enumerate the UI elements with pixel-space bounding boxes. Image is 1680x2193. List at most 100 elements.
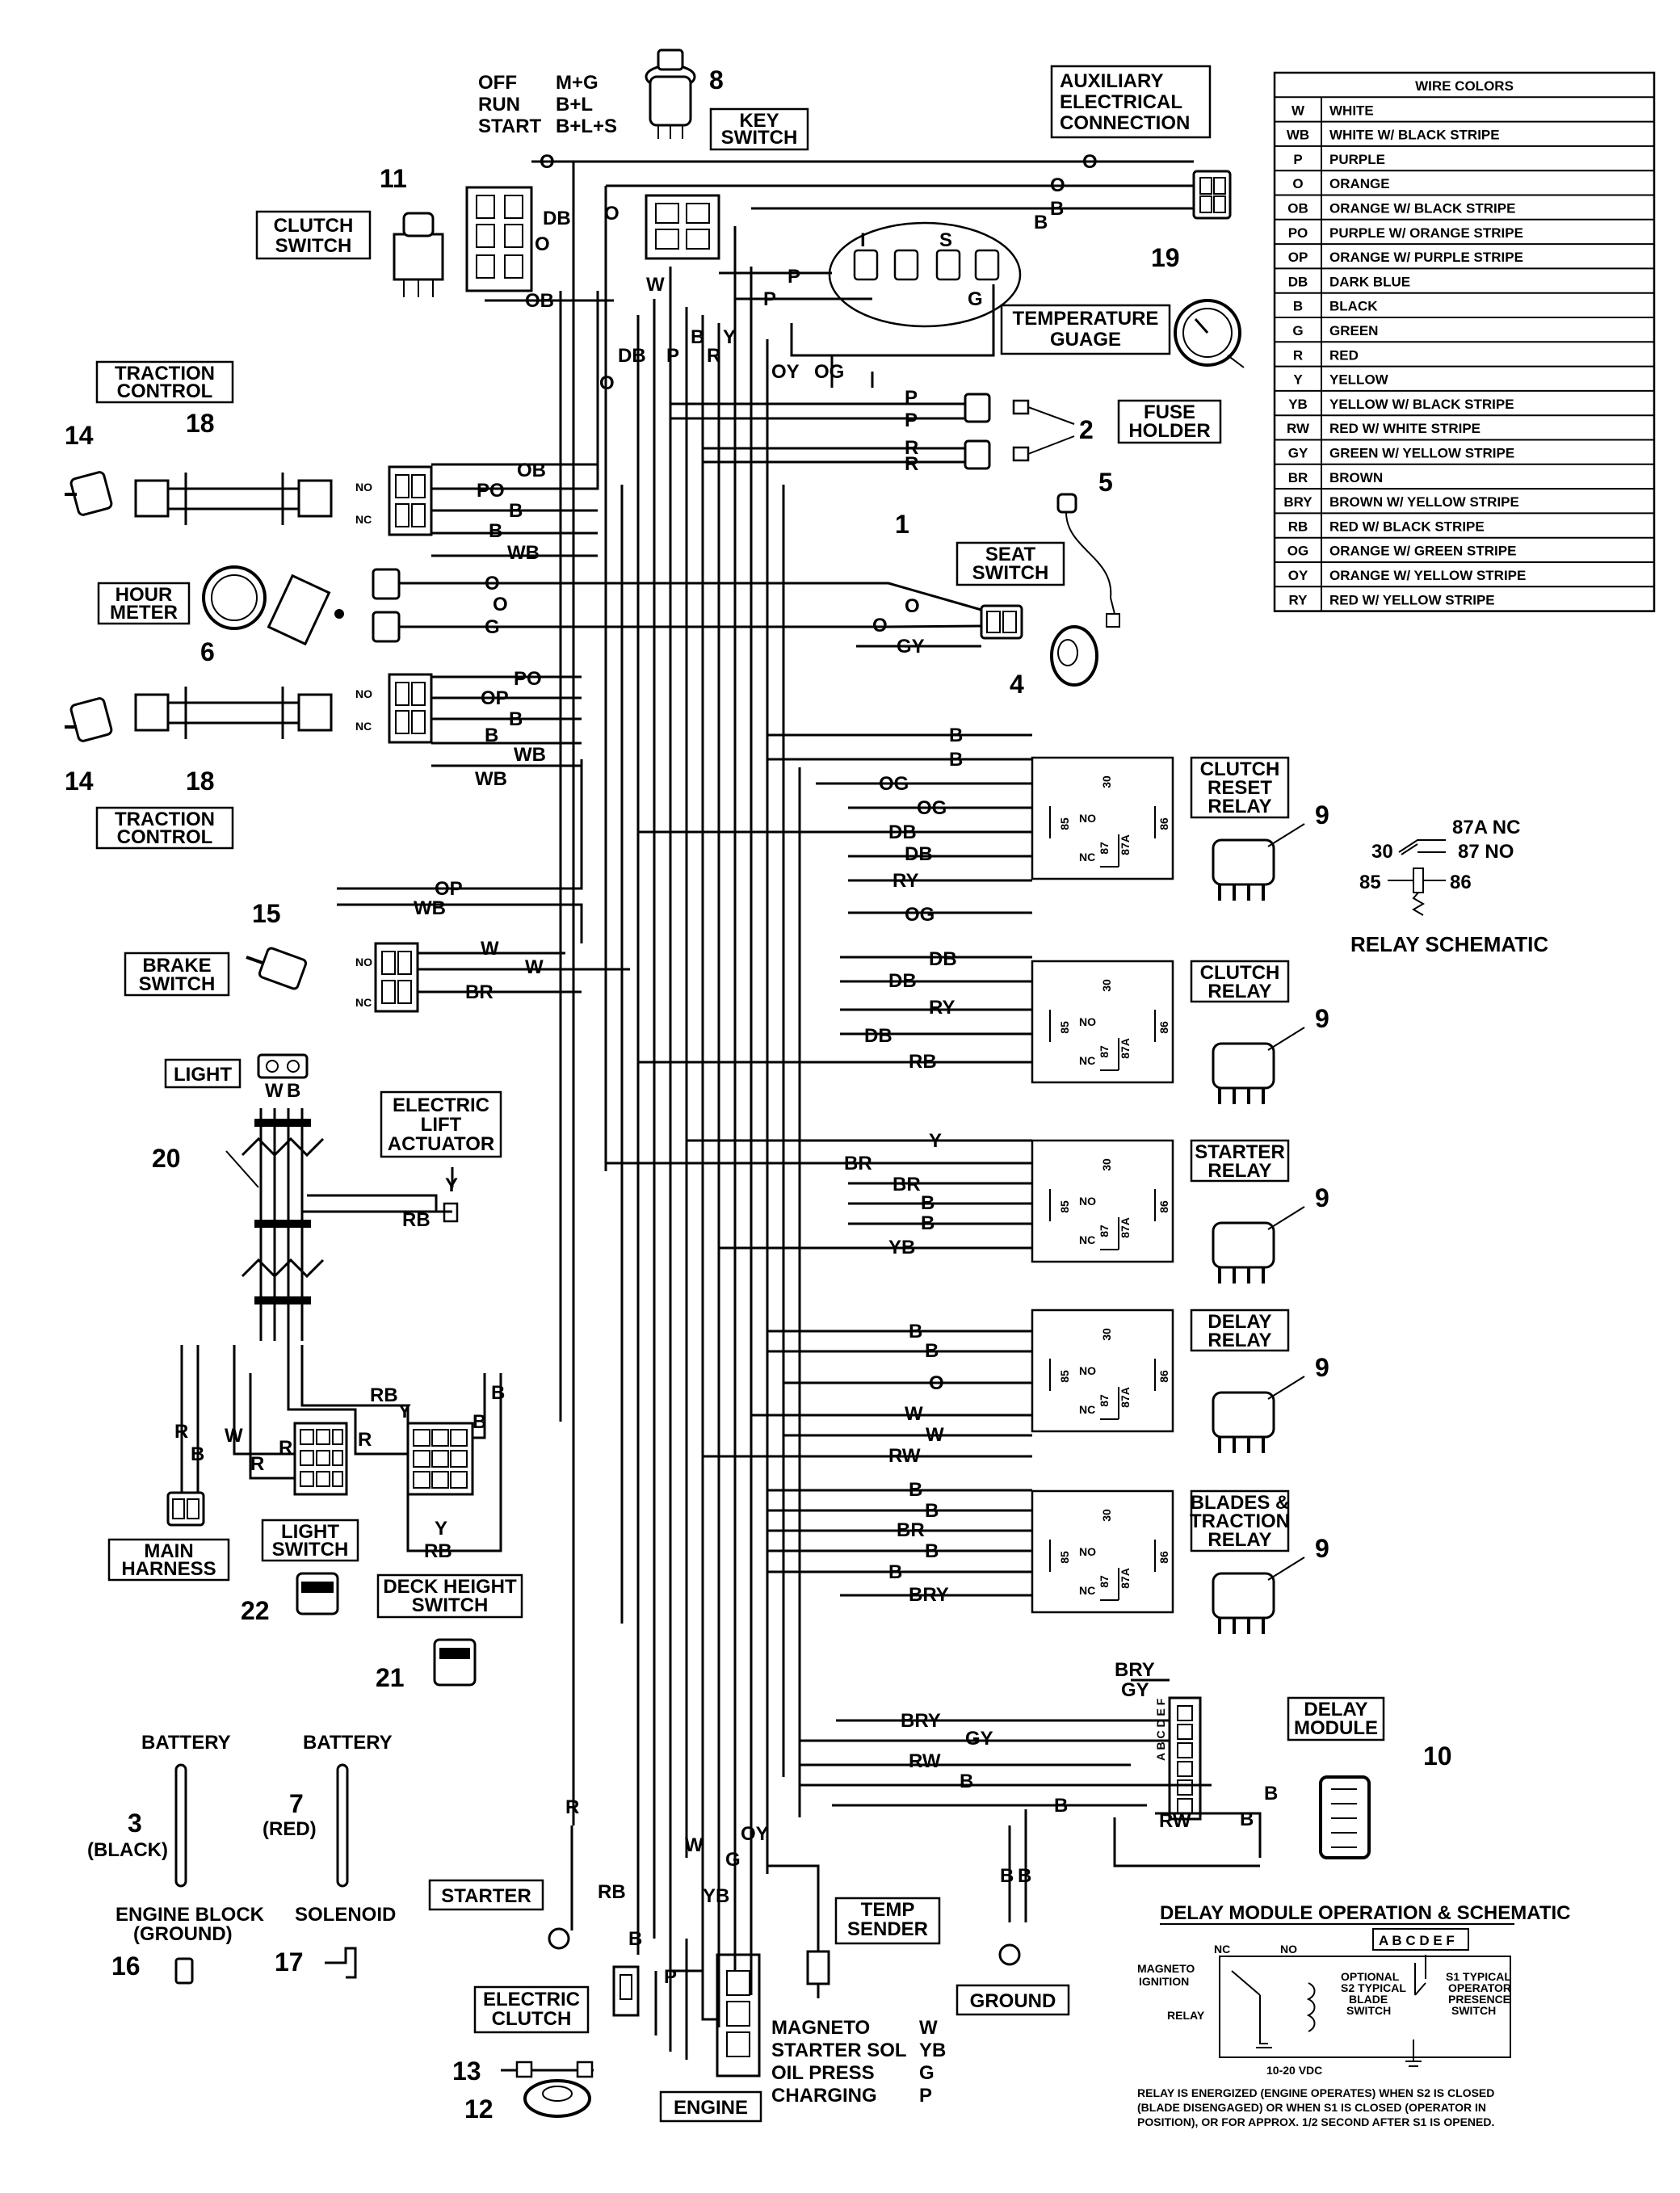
electric-clutch-terminal bbox=[612, 1965, 640, 2017]
relay-pin-86: 86 bbox=[1157, 1200, 1170, 1213]
svg-text:S2 TYPICAL: S2 TYPICAL bbox=[1341, 1981, 1406, 1994]
svg-text:SWITCH: SWITCH bbox=[972, 562, 1049, 584]
wire-code-label: OB bbox=[517, 460, 546, 481]
svg-text:RELAY: RELAY bbox=[1208, 1330, 1271, 1351]
svg-text:SENDER: SENDER bbox=[847, 1918, 928, 1940]
wire-code-label: W bbox=[926, 1424, 944, 1446]
aux-connection-label: AUXILIARY ELECTRICAL CONNECTION bbox=[1050, 65, 1212, 139]
relay-pin-30: 30 bbox=[1100, 1158, 1113, 1171]
traction-control-top-label: TRACTION CONTROL bbox=[95, 360, 234, 404]
ground-ring-terminal bbox=[998, 1943, 1021, 1966]
svg-text:RELAY: RELAY bbox=[1208, 796, 1271, 817]
svg-text:(BLACK): (BLACK) bbox=[87, 1839, 168, 1861]
wire-color-name: WHITE bbox=[1329, 103, 1374, 118]
wire-code-label: R bbox=[279, 1437, 292, 1459]
wire-code-label: R bbox=[174, 1421, 188, 1443]
wire-code-label: O bbox=[535, 233, 550, 255]
wire-code-label: O bbox=[485, 573, 500, 594]
relay-schematic: 87A NC 30 87 NO 85 86 RELAY SCHEMATIC bbox=[1350, 817, 1548, 956]
temp-sender-label: TEMP SENDER bbox=[834, 1897, 941, 1945]
ground-label: GROUND bbox=[956, 1984, 1070, 2016]
wire-code-label: O bbox=[872, 615, 888, 636]
svg-text:ENGINE: ENGINE bbox=[674, 2097, 748, 2119]
svg-text:CLUTCH: CLUTCH bbox=[274, 215, 354, 237]
svg-text:(RED): (RED) bbox=[262, 1818, 317, 1840]
wire-color-code: G bbox=[1292, 323, 1303, 338]
svg-text:HOLDER: HOLDER bbox=[1128, 420, 1210, 442]
delay-module-label: DELAY MODULE bbox=[1287, 1696, 1385, 1741]
brake-switch-label: BRAKE SWITCH bbox=[124, 952, 230, 997]
fuse-holder-label: FUSE HOLDER bbox=[1117, 399, 1222, 444]
relay-pin-85: 85 bbox=[1058, 1021, 1071, 1034]
svg-text:RELAY SCHEMATIC: RELAY SCHEMATIC bbox=[1350, 932, 1548, 956]
clutch-switch-num: 11 bbox=[380, 164, 407, 193]
svg-text:I: I bbox=[860, 229, 866, 251]
key-circuit-run: B+L bbox=[556, 94, 593, 116]
svg-text:MAGNETO: MAGNETO bbox=[771, 2017, 870, 2039]
relay-pin-nc: NC bbox=[1079, 1233, 1095, 1246]
svg-text:STARTER: STARTER bbox=[1195, 1141, 1285, 1163]
svg-text:W: W bbox=[919, 2017, 938, 2039]
engine-label: ENGINE bbox=[659, 2090, 762, 2123]
wire-code-label: B bbox=[909, 1321, 922, 1342]
wire-code-label: DB bbox=[905, 843, 933, 865]
wire-code-label: DB bbox=[888, 970, 917, 992]
wire-code-label: DB bbox=[618, 345, 646, 367]
light-switch-connector bbox=[293, 1422, 348, 1496]
key-pos-off: OFF bbox=[478, 72, 517, 94]
light-switch-label: LIGHT SWITCH bbox=[261, 1519, 359, 1562]
wire-color-code: RB bbox=[1288, 519, 1308, 534]
svg-text:GUAGE: GUAGE bbox=[1050, 329, 1121, 351]
relay-pin-30: 30 bbox=[1100, 1509, 1113, 1522]
lift-actuator-connector: Y RB bbox=[402, 1174, 459, 1231]
svg-text:CLUTCH: CLUTCH bbox=[1200, 758, 1280, 780]
relay-num: 9 bbox=[1315, 1183, 1329, 1212]
wire-code-label: RW bbox=[909, 1750, 941, 1772]
relay-pin-86: 86 bbox=[1157, 1551, 1170, 1564]
seat-switch-harness-icon bbox=[1056, 493, 1120, 628]
relay-pin-86: 86 bbox=[1157, 1021, 1170, 1034]
wire-code-label: R bbox=[358, 1429, 372, 1451]
wire-code-label: R bbox=[707, 345, 720, 367]
svg-text:NO: NO bbox=[1280, 1943, 1297, 1956]
svg-text:OPERATOR: OPERATOR bbox=[1448, 1981, 1511, 1994]
part-num-20: 20 bbox=[152, 1144, 181, 1173]
delay-module-schematic: DELAY MODULE OPERATION & SCHEMATIC A B C… bbox=[1137, 1902, 1570, 2128]
wire-color-code: RY bbox=[1289, 592, 1308, 607]
svg-text:G: G bbox=[919, 2062, 934, 2084]
wire-code-label: PO bbox=[477, 480, 505, 502]
wire-code-label: OG bbox=[905, 904, 934, 926]
svg-text:LIGHT: LIGHT bbox=[174, 1064, 232, 1086]
part-num-18-bottom: 18 bbox=[186, 767, 215, 796]
wire-code-label: DB bbox=[929, 948, 957, 970]
relay-pin-85: 85 bbox=[1058, 1200, 1071, 1213]
svg-text:TRACTION: TRACTION bbox=[1190, 1510, 1290, 1532]
traction-bottom-connector: NO NC bbox=[355, 673, 433, 744]
svg-text:LIFT: LIFT bbox=[421, 1114, 462, 1136]
deck-height-switch-label: DECK HEIGHT SWITCH bbox=[376, 1573, 523, 1619]
wire-code-label: RW bbox=[1159, 1810, 1191, 1832]
svg-text:AUXILIARY: AUXILIARY bbox=[1060, 70, 1163, 92]
delay-module-connector: A B C D E F bbox=[1154, 1696, 1202, 1821]
key-circuit-off: M+G bbox=[556, 72, 598, 94]
relay-pin-30: 30 bbox=[1100, 775, 1113, 788]
svg-text:ELECTRICAL: ELECTRICAL bbox=[1060, 91, 1182, 113]
clutch-switch-icon bbox=[393, 212, 444, 297]
relay-pin-nc: NC bbox=[1079, 1403, 1095, 1416]
wire-code-label: R bbox=[250, 1453, 264, 1475]
svg-text:87A NC: 87A NC bbox=[1452, 817, 1520, 838]
wire-code-label: B bbox=[489, 520, 502, 542]
wire-code-label: B bbox=[485, 725, 498, 746]
wire-code-label: B bbox=[691, 326, 704, 348]
relay-pin-87a: 87A bbox=[1119, 1568, 1132, 1589]
wire-color-code: OB bbox=[1287, 201, 1308, 216]
wire-code-label: B bbox=[1264, 1783, 1278, 1804]
wire-code-label: YB bbox=[703, 1885, 729, 1907]
svg-text:85: 85 bbox=[1359, 872, 1381, 893]
svg-text:RELAY: RELAY bbox=[1208, 1529, 1271, 1551]
relay-pin-87: 87 bbox=[1098, 842, 1111, 855]
